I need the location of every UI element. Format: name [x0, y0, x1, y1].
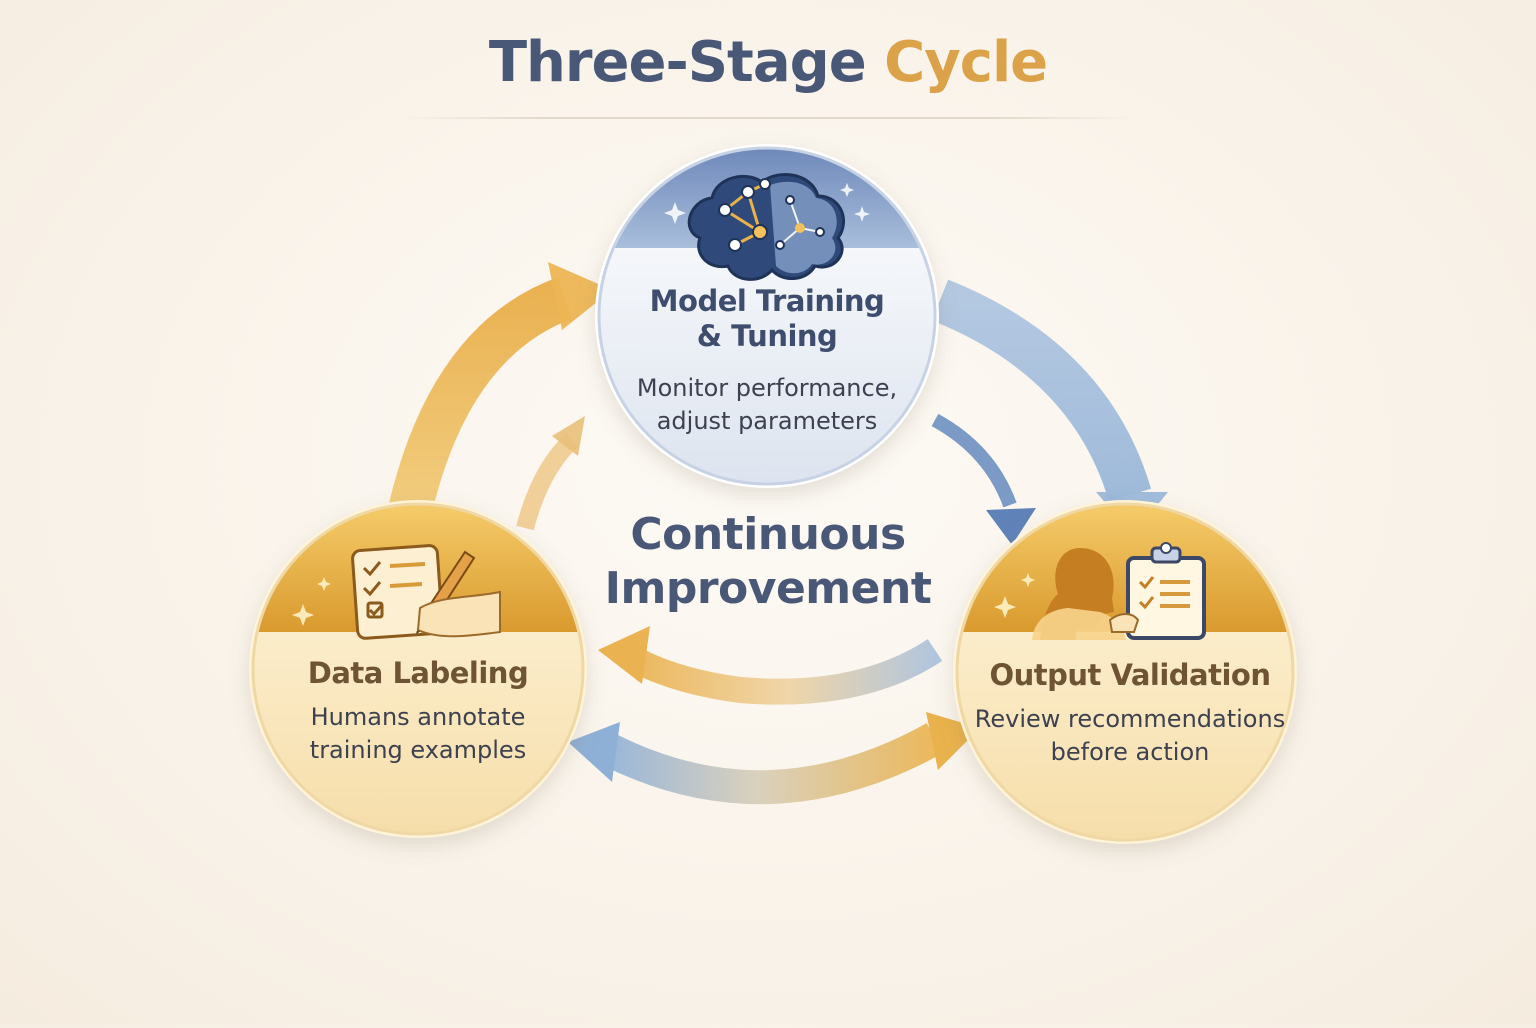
arrow-labeling-validation — [568, 712, 980, 805]
sparkle-icon — [994, 573, 1035, 618]
page-title: Three-Stage Cycle — [0, 30, 1536, 95]
data-labeling-title: Data Labeling — [307, 656, 529, 690]
data-labeling-desc-line1: Humans annotate — [310, 703, 526, 731]
output-validation-text: Output Validation Review recommendations… — [965, 658, 1295, 769]
output-validation-desc-line2: before action — [1050, 738, 1210, 766]
sparkle-icon — [664, 183, 870, 224]
sparkle-icon — [292, 577, 331, 626]
node-output-validation — [953, 500, 1297, 844]
data-labeling-desc-line2: training examples — [309, 736, 527, 764]
brain-network-icon — [687, 173, 845, 281]
model-training-title-line2: & Tuning — [696, 319, 838, 353]
arrow-training-to-validation — [931, 279, 1168, 535]
center-label-line2: Improvement — [604, 563, 932, 614]
node-data-labeling — [249, 500, 587, 838]
output-validation-title: Output Validation — [989, 658, 1271, 692]
model-training-text: Model Training & Tuning Monitor performa… — [607, 284, 927, 438]
inner-arrow-up — [516, 416, 585, 531]
inner-arrow-down — [931, 413, 1036, 545]
checklist-pen-icon — [351, 544, 501, 640]
model-training-title-line1: Model Training — [649, 284, 885, 318]
inner-arrow-left — [598, 626, 943, 705]
arrow-labeling-to-training — [388, 262, 612, 516]
output-validation-desc-line1: Review recommendations — [974, 705, 1286, 733]
title-divider — [400, 117, 1136, 119]
center-label-line1: Continuous — [630, 509, 906, 560]
model-training-desc-line1: Monitor performance, — [636, 374, 898, 402]
model-training-desc-line2: adjust parameters — [656, 407, 878, 435]
person-clipboard-icon — [1032, 542, 1206, 640]
center-label: Continuous Improvement — [568, 508, 968, 616]
data-labeling-text: Data Labeling Humans annotate training e… — [268, 656, 568, 767]
title-part-1: Three-Stage — [488, 30, 867, 95]
node-model-training — [595, 144, 939, 488]
title-part-2: Cycle — [884, 30, 1048, 95]
